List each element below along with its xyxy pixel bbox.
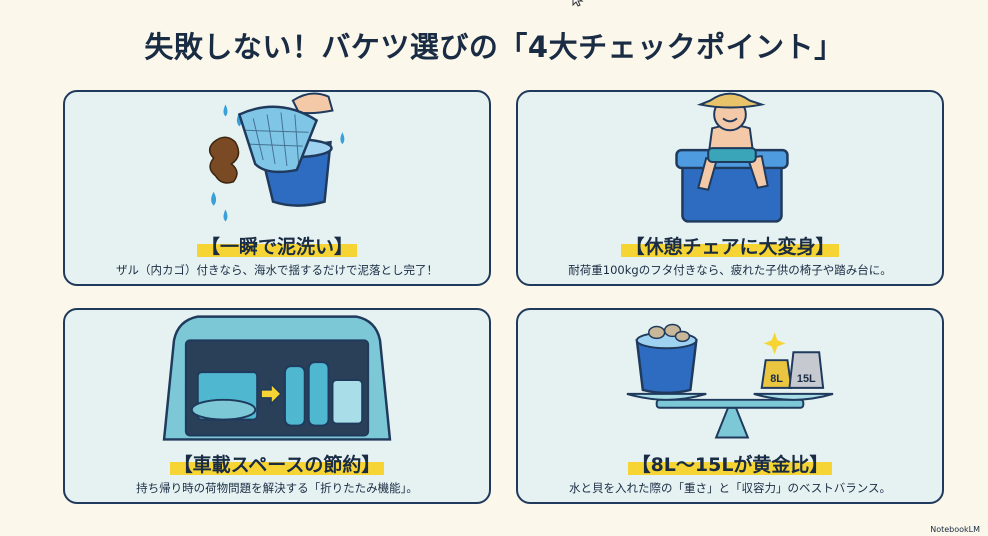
card-rest-chair: 【休憩チェアに大変身】 耐荷重100kgのフタ付きなら、疲れた子供の椅子や踏み台… (516, 90, 944, 286)
page-title: 失敗しない！バケツ選びの「4大チェックポイント」 (144, 30, 844, 64)
brand-logo: NotebookLM (930, 525, 980, 534)
card-heading: 【一瞬で泥洗い】 (196, 232, 357, 259)
card-description: ザル（内カゴ）付きなら、海水で揺するだけで泥落とし完了！ (116, 263, 438, 277)
card-heading: 【車載スペースの節約】 (169, 450, 385, 477)
card-description: 耐荷重100kgのフタ付きなら、疲れた子供の椅子や踏み台に。 (568, 263, 892, 277)
basket-bucket-icon (208, 92, 345, 222)
weight-label: 8L (770, 373, 783, 385)
child-on-cooler-icon (675, 92, 789, 223)
mouse-cursor-icon (572, 0, 584, 7)
card-description: 持ち帰り時の荷物問題を解決する「折りたたみ機能」。 (136, 481, 418, 495)
card-description: 水と貝を入れた際の「重さ」と「収容力」のベストバランス。 (569, 481, 891, 495)
card-mud-wash: 【一瞬で泥洗い】 ザル（内カゴ）付きなら、海水で揺するだけで泥落とし完了！ (63, 90, 491, 286)
card-golden-ratio: 8L 15L 【8L〜15Lが黄金比】 水と貝を入れた際の「重さ」と「収容力」の… (516, 308, 944, 504)
car-trunk-icon (162, 315, 392, 441)
card-heading: 【8L〜15Lが黄金比】 (627, 450, 833, 477)
card-heading: 【休憩チェアに大変身】 (621, 232, 839, 259)
weight-label: 15L (797, 373, 816, 385)
card-car-space: 【車載スペースの節約】 持ち帰り時の荷物問題を解決する「折りたたみ機能」。 (63, 308, 491, 504)
scale-icon: 8L 15L (626, 323, 834, 439)
